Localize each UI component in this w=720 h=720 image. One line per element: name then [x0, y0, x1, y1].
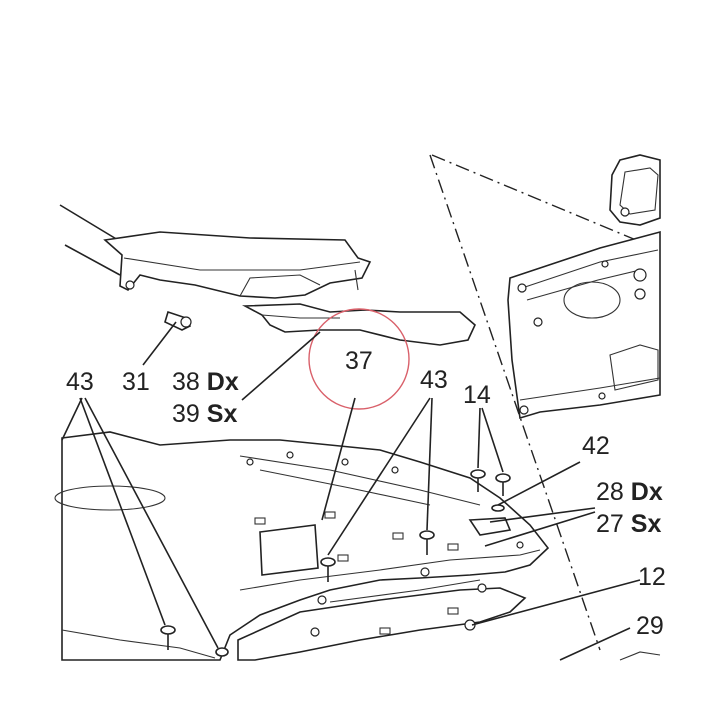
label-27: 27 Sx — [596, 510, 661, 538]
leader-lines — [61, 321, 641, 661]
screw-43-center-icon — [320, 557, 336, 582]
label-43-right: 43 — [420, 366, 448, 394]
screw-14a-icon — [470, 469, 486, 492]
label-28: 28 Dx — [596, 478, 663, 506]
screw-43-left-icon — [160, 625, 176, 650]
bolt-31-icon — [164, 310, 192, 331]
lower-undertray — [54, 431, 661, 661]
label-39: 39 Sx — [172, 400, 237, 428]
label-42: 42 — [582, 432, 610, 460]
screws — [160, 469, 511, 657]
label-12: 12 — [638, 563, 666, 591]
upper-bracket — [59, 204, 372, 299]
label-14: 14 — [463, 381, 491, 409]
label-43-left: 43 — [66, 368, 94, 396]
screw-43-left-b-icon — [215, 647, 229, 657]
highlight-circle-37 — [308, 308, 410, 410]
label-29: 29 — [636, 612, 664, 640]
screw-43-right-icon — [419, 530, 435, 555]
label-31: 31 — [122, 368, 150, 396]
screw-14b-icon — [495, 473, 511, 496]
label-38: 38 Dx — [172, 368, 239, 396]
part-labels: 31 38 Dx 39 Sx 37 43 43 14 42 28 Dx 27 S… — [66, 347, 666, 640]
washer-42-icon — [491, 504, 505, 512]
right-panel — [507, 154, 661, 420]
seal-37 — [241, 303, 476, 346]
label-37: 37 — [345, 347, 373, 375]
guide-lines — [429, 154, 661, 651]
